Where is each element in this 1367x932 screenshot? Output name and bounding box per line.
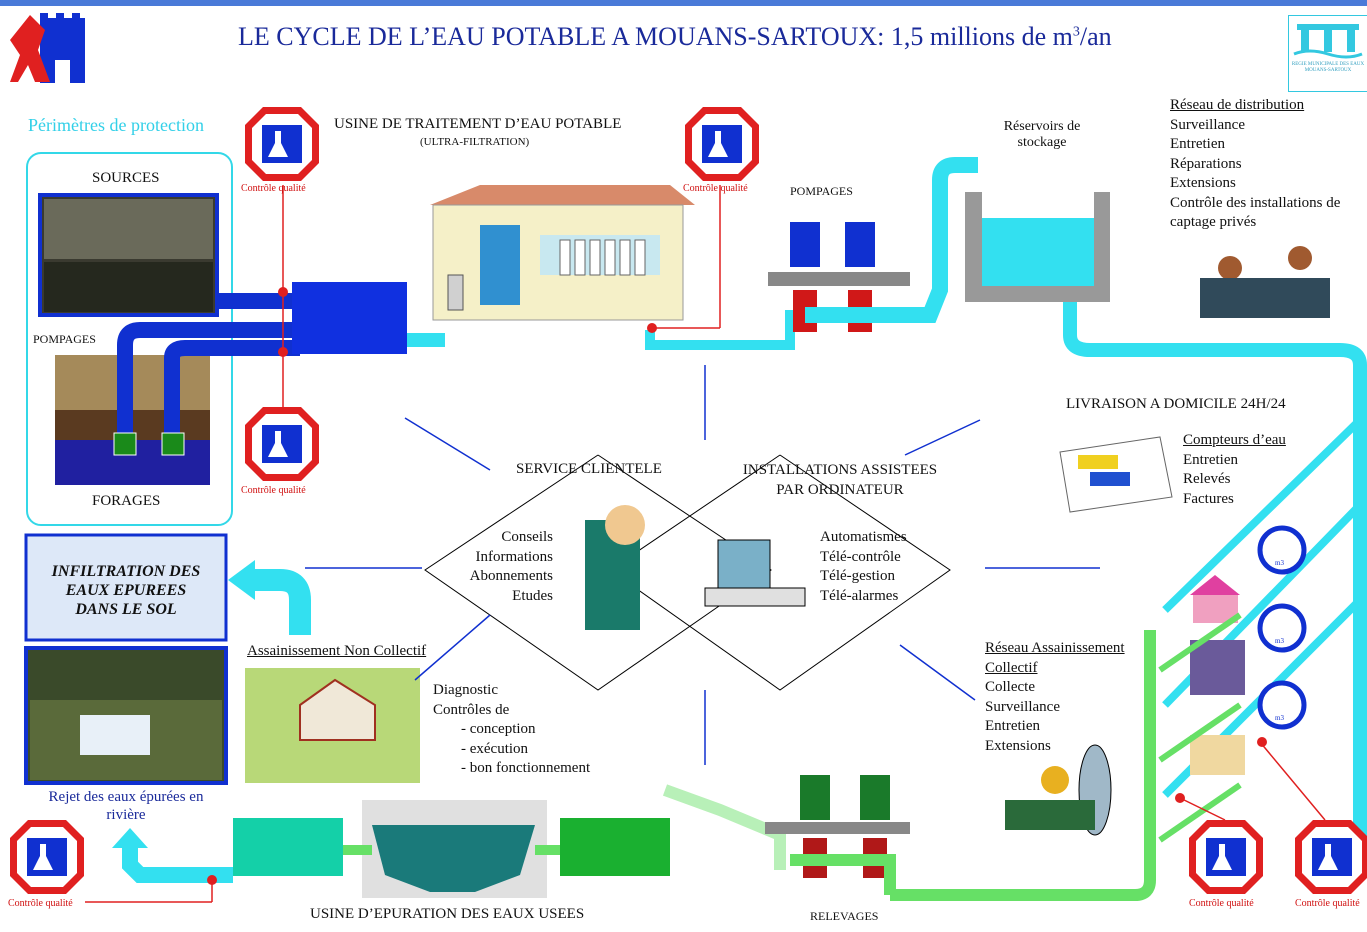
- flask-icon: [10, 820, 84, 894]
- reseau-assainissement: Réseau Assainissement Collectif Collecte…: [985, 639, 1125, 756]
- list-item: Contrôle des installations de: [1170, 194, 1341, 211]
- quality-control-label: Contrôle qualité: [241, 183, 306, 194]
- list-item: - exécution: [461, 740, 529, 757]
- quality-control-label: Contrôle qualité: [1189, 898, 1254, 909]
- sources-label: SOURCES: [92, 170, 160, 186]
- protection-perimeter-title: Périmètres de protection: [28, 115, 204, 135]
- list-item: - bon fonctionnement: [461, 760, 591, 776]
- list-item: Etudes: [512, 587, 553, 604]
- list-item: Télé-gestion: [820, 568, 895, 584]
- meter-unit: m3: [1275, 559, 1284, 567]
- installations-list: Automatismes Télé-contrôle Télé-gestion …: [820, 528, 907, 606]
- list-item: - conception: [461, 721, 536, 737]
- list-item: captage privés: [1170, 214, 1257, 230]
- flask-icon: [1295, 820, 1367, 894]
- quality-control-label: Contrôle qualité: [241, 485, 306, 496]
- quality-control-label: Contrôle qualité: [683, 183, 748, 194]
- list-item: Diagnostic: [433, 682, 498, 698]
- list-item: Entretien: [1170, 136, 1225, 152]
- usine-subtitle: (ULTRA-FILTRATION): [420, 136, 530, 148]
- flask-icon: [685, 107, 759, 181]
- list-item: Automatismes: [820, 529, 907, 545]
- pompages-left-label: POMPAGES: [33, 332, 96, 346]
- quality-control-badge-3: Contrôle qualité: [241, 405, 321, 500]
- quality-control-label: Contrôle qualité: [8, 898, 73, 909]
- compteurs-title: Compteurs d’eau: [1183, 432, 1286, 448]
- usine-epuration-label: USINE D’EPURATION DES EAUX USEES: [310, 906, 585, 922]
- compteurs: Compteurs d’eau Entretien Relevés Factur…: [1183, 431, 1286, 509]
- mouans-sartoux-coat-of-arms-logo: [10, 10, 85, 85]
- list-item: Abonnements: [469, 568, 553, 584]
- quality-control-badge-6: Contrôle qualité: [1293, 818, 1367, 913]
- quality-control-badge-4: Contrôle qualité: [8, 818, 86, 913]
- list-item: Surveillance: [985, 698, 1060, 715]
- list-item: Collecte: [985, 679, 1035, 695]
- service-clientele-list: Conseils Informations Abonnements Etudes: [440, 528, 553, 606]
- list-item: Entretien: [985, 718, 1040, 734]
- meter-unit: m3: [1275, 637, 1284, 645]
- list-item: Télé-contrôle: [820, 548, 901, 565]
- quality-control-badge-1: Contrôle qualité: [241, 105, 321, 195]
- list-item: Conseils: [501, 529, 553, 545]
- pompages-top-label: POMPAGES: [790, 184, 853, 198]
- flask-icon: [245, 107, 319, 181]
- anc-list: Diagnostic Contrôles de - conception - e…: [433, 681, 590, 779]
- reseau-distribution-title: Réseau de distribution: [1170, 97, 1305, 113]
- list-item: Factures: [1183, 490, 1234, 507]
- list-item: Relevés: [1183, 471, 1231, 487]
- quality-control-label: Contrôle qualité: [1295, 898, 1360, 909]
- page-title: LE CYCLE DE L’EAU POTABLE A MOUANS-SARTO…: [238, 22, 1112, 51]
- flask-icon: [1189, 820, 1263, 894]
- list-item: Réparations: [1170, 155, 1242, 172]
- list-item: Télé-alarmes: [820, 587, 899, 604]
- relevages-label: RELEVAGES: [810, 909, 879, 923]
- quality-control-badge-5: Contrôle qualité: [1187, 818, 1265, 913]
- list-item: Extensions: [1170, 175, 1236, 191]
- livraison-label: LIVRAISON A DOMICILE 24H/24: [1066, 396, 1286, 412]
- service-clientele-title: SERVICE CLIENTELE: [516, 461, 662, 477]
- regie-logo-text: REGIE MUNICIPALE DES EAUX MOUANS-SARTOUX: [1291, 62, 1365, 73]
- regie-municipale-logo: REGIE MUNICIPALE DES EAUX MOUANS-SARTOUX: [1288, 15, 1367, 92]
- meter-unit: m3: [1275, 714, 1284, 722]
- list-item: Contrôles de: [433, 701, 510, 718]
- list-item: Entretien: [1183, 451, 1238, 468]
- list-item: Surveillance: [1170, 116, 1245, 133]
- list-item: Extensions: [985, 737, 1051, 754]
- reseau-distribution: Réseau de distribution Surveillance Entr…: [1170, 96, 1340, 233]
- quality-control-badge-2: Contrôle qualité: [683, 105, 761, 195]
- list-item: Informations: [475, 548, 553, 565]
- anc-title: Assainissement Non Collectif: [247, 643, 427, 659]
- usine-title: USINE DE TRAITEMENT D’EAU POTABLE: [334, 116, 622, 132]
- flask-icon: [245, 407, 319, 481]
- forages-label: FORAGES: [92, 493, 161, 509]
